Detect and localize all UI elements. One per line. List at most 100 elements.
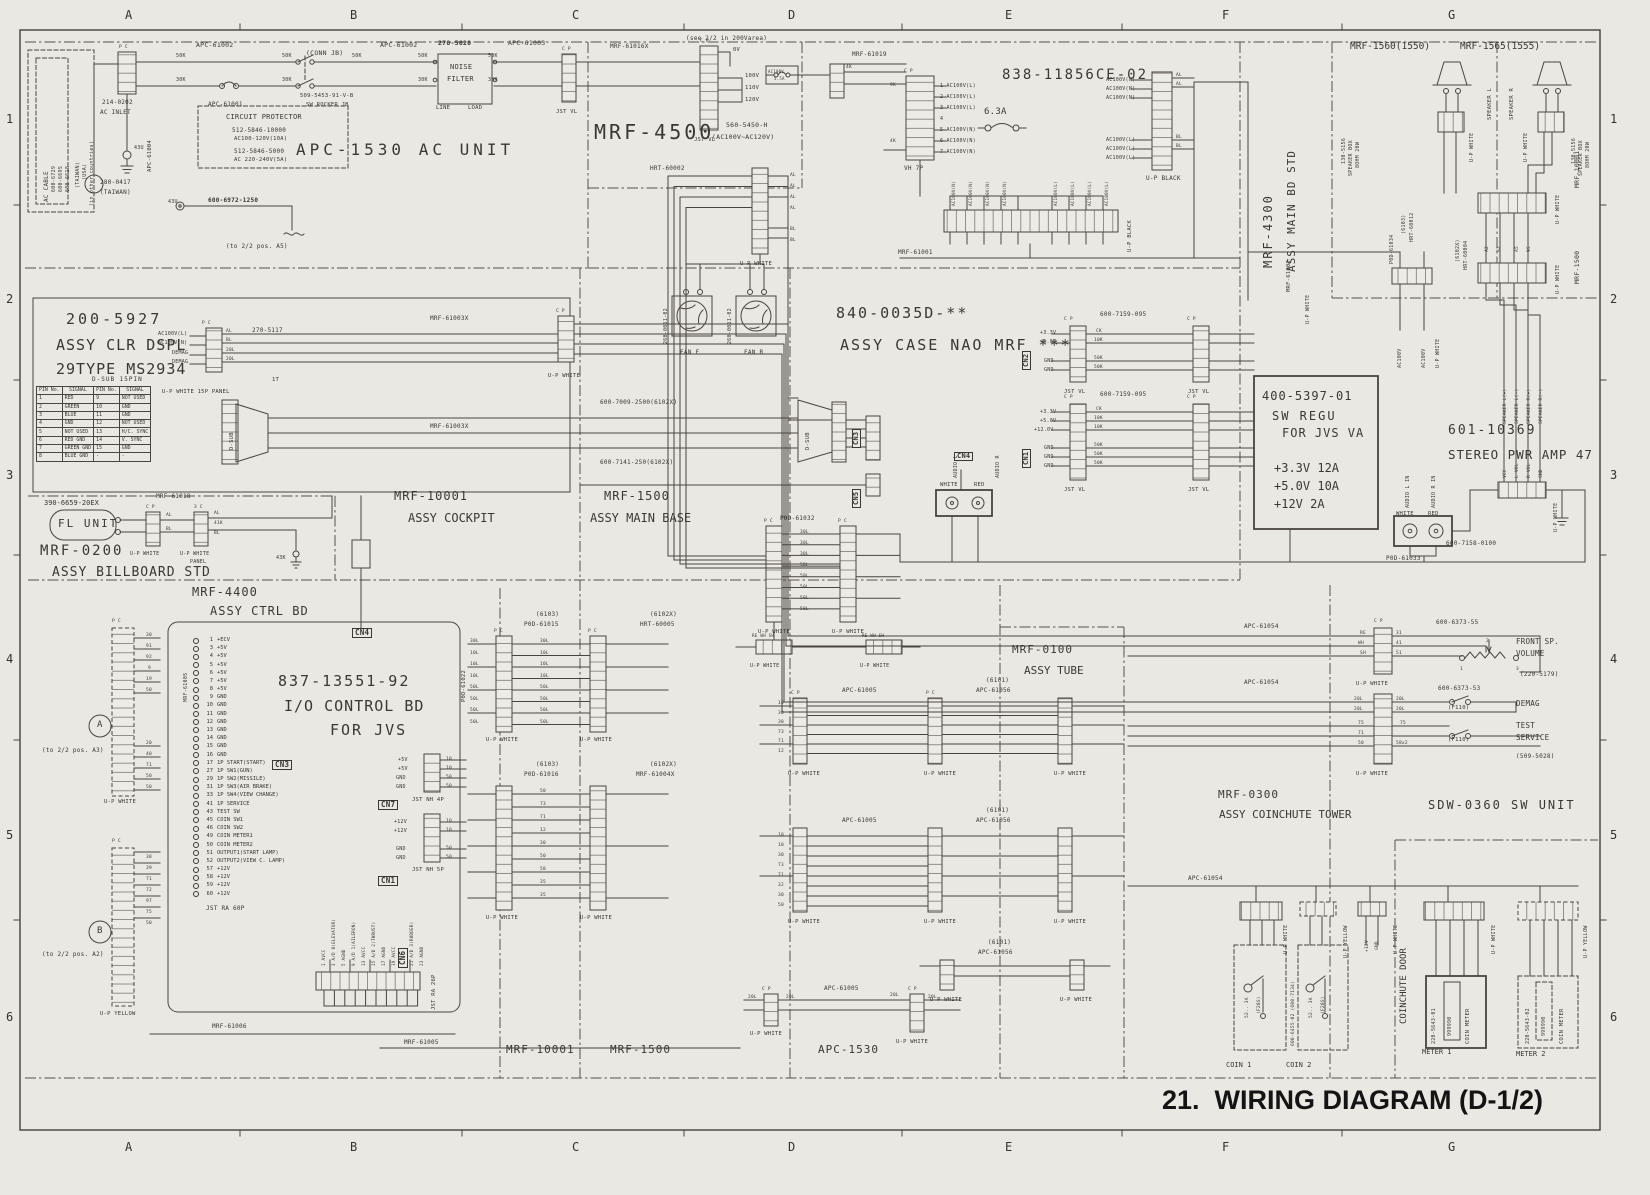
wire-label: 50 xyxy=(1358,741,1364,746)
wire-label: (6101) xyxy=(986,807,1010,814)
wire-label: P C xyxy=(926,691,935,696)
wire-label: 600-7158-0100 xyxy=(1446,540,1497,547)
wire-label: 10K xyxy=(1094,338,1103,343)
wire-label: 7 AC100V(N) xyxy=(940,149,976,155)
wire-label: U-P WHITE xyxy=(896,1039,929,1045)
wire-label: 10 xyxy=(778,843,784,848)
wire-label: B xyxy=(97,926,103,936)
speaker-left-title: MRF-1560(1550) xyxy=(1350,41,1431,52)
wire-label: AC100V xyxy=(768,69,784,74)
wire-label: BL xyxy=(790,227,796,232)
sw-regu-rating3: +12V 2A xyxy=(1274,497,1325,511)
wire-label: GND xyxy=(1044,358,1054,364)
wire-label: 20L xyxy=(226,348,235,353)
sw-regu-name2: FOR JVS VA xyxy=(1282,426,1365,440)
wire-label: 50K xyxy=(176,53,186,59)
grid-label: 5 xyxy=(1610,828,1618,842)
wire-label: (6102X) xyxy=(650,761,678,768)
wire-label: 20L xyxy=(1354,697,1363,702)
cockpit-name: ASSY COCKPIT xyxy=(408,511,495,525)
wire-label: P0D-61015 xyxy=(524,621,559,628)
wire-label: FAN F xyxy=(680,349,700,356)
meter1-label: METER 1 xyxy=(1422,1048,1452,1056)
wire-label: (6103) xyxy=(536,611,560,618)
wire-label: U-P WHITE xyxy=(1060,997,1093,1003)
wire-label: U-P WHITE 15P PANEL xyxy=(162,389,230,395)
wire-label: U-P WHITE xyxy=(580,915,613,921)
wire-label: 50 xyxy=(146,785,152,790)
io-bd-part: 837-13551-92 xyxy=(278,672,411,690)
wire-label: APC-61002 xyxy=(380,41,418,49)
wire-label: 50K xyxy=(488,53,498,59)
wire-label: BL xyxy=(166,527,172,532)
wire-label: (220-5179) xyxy=(1520,671,1559,678)
wire-label: 41 xyxy=(1396,641,1402,646)
grid-label: A xyxy=(125,8,133,22)
wire-label: LINE xyxy=(436,105,451,111)
wire-label: 50K xyxy=(1094,356,1103,361)
sw-regu-rating2: +5.0V 10A xyxy=(1274,479,1340,493)
wire-label: 50K xyxy=(418,53,428,59)
wire-label: 73 xyxy=(540,802,546,807)
wire-label: 110V xyxy=(745,85,760,91)
wire-label: P C xyxy=(494,629,503,634)
main-base-name: ASSY MAIN BASE xyxy=(590,511,692,525)
fl-unit-part: 390-6659-20EX xyxy=(44,499,99,507)
grid-label: 3 xyxy=(6,468,14,482)
page-title: 21. WIRING DIAGRAM (D-1/2) xyxy=(1162,1085,1544,1115)
wire-label: U-P WHITE xyxy=(750,1031,783,1037)
wire-label: RED xyxy=(1428,511,1439,517)
billboard-part: MRF-0200 xyxy=(40,543,124,559)
wire-label: TEST xyxy=(1516,721,1536,730)
wire-label: 50L xyxy=(540,720,549,725)
wire-label: 3 C xyxy=(194,505,203,510)
wire-label: 50 xyxy=(446,775,452,780)
grid-label: 6 xyxy=(1610,1010,1618,1024)
grid-label: B xyxy=(350,1140,358,1154)
wire-label: 600-6373-53 xyxy=(1438,685,1481,692)
grid-label: F xyxy=(1222,8,1230,22)
wire-label: C P xyxy=(1187,317,1196,322)
wire-label: C P xyxy=(700,39,709,44)
wire-label: 31 xyxy=(1396,631,1402,636)
io-bd-name1: I/O CONTROL BD xyxy=(284,697,425,715)
wire-label: 50L xyxy=(800,596,809,601)
wire-label: 4K xyxy=(890,139,896,144)
wire-label: MRF-61016X xyxy=(610,43,649,50)
wire-label: 50L xyxy=(470,697,479,702)
wire-label: 10 xyxy=(446,819,452,824)
coinchute-door-label: COINCHUTE DOOR xyxy=(1399,948,1409,1024)
wire-label: 5 AC100V(N) xyxy=(940,127,976,133)
wire-label: APC-61056 xyxy=(976,687,1011,694)
wire-label: 600-6972-1250 xyxy=(208,197,259,204)
wire-label: 51 xyxy=(1396,651,1402,656)
wire-label: P0D-61033 xyxy=(1386,555,1421,562)
grid-label: A xyxy=(125,1140,133,1154)
wire-label: C P xyxy=(562,47,571,52)
wire-label: 91 xyxy=(146,644,152,649)
wire-label: 20L xyxy=(226,357,235,362)
wire-label: AC100V(N) xyxy=(1106,77,1136,83)
wire-label: 30L xyxy=(470,639,479,644)
wire-label: 50K xyxy=(1094,452,1103,457)
wire-label: 50K xyxy=(1094,461,1103,466)
wire-label: 50L xyxy=(470,708,479,713)
wire-label: JST VL xyxy=(1064,487,1086,493)
wire-label: GND xyxy=(396,846,406,852)
wire-label: 50L xyxy=(540,697,549,702)
wire-label: CIRCUIT PROTECTOR xyxy=(226,113,302,121)
grid-label: C xyxy=(572,1140,580,1154)
wire-label: FRONT SP. xyxy=(1516,637,1559,646)
wire-label: MRF-61003X xyxy=(430,315,469,322)
main-bd-part: MRF-4300 xyxy=(1261,194,1275,268)
sw-regu-part: 400-5397-01 xyxy=(1262,389,1353,403)
case-nao-name: ASSY CASE NAO MRF *** xyxy=(840,336,1072,354)
wire-label: AL xyxy=(1176,82,1182,87)
wire-label: C P xyxy=(904,69,913,74)
wire-label: 20L xyxy=(890,993,899,998)
wire-label: AC100V(N) xyxy=(158,340,188,346)
wire-label: FILTER xyxy=(447,75,474,83)
